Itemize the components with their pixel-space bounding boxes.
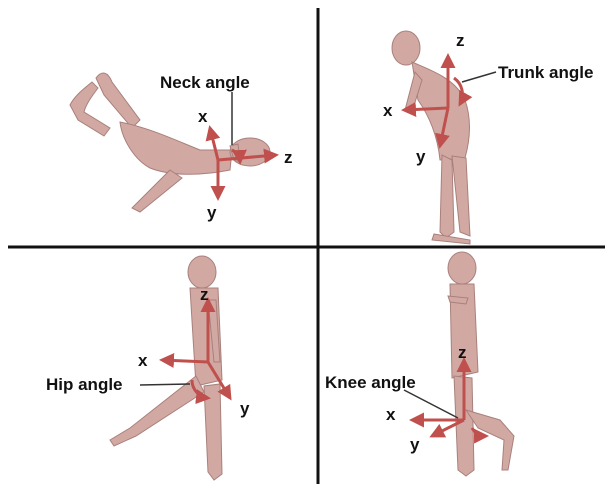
hip-axis-z-label: z xyxy=(200,285,209,304)
knee-leader-line xyxy=(404,390,458,418)
neck-axis-x-label: x xyxy=(198,107,208,126)
hip-angle-label: Hip angle xyxy=(46,375,123,394)
lying-figure xyxy=(70,73,270,212)
knee-angle-label: Knee angle xyxy=(325,373,416,392)
trunk-axis-z-label: z xyxy=(456,31,465,50)
bent-figure xyxy=(392,31,470,244)
neck-axis-y-label: y xyxy=(207,203,217,222)
trunk-angle-label: Trunk angle xyxy=(498,63,593,82)
knee-axis-y-label: y xyxy=(410,435,420,454)
neck-angle-label: Neck angle xyxy=(160,73,250,92)
trunk-panel: Trunk angle z x y xyxy=(383,31,593,244)
knee-axis-z-label: z xyxy=(458,343,467,362)
neck-axis-z-label: z xyxy=(284,148,293,167)
neck-panel: Neck angle x y z xyxy=(70,73,293,222)
hip-panel: Hip angle z x y xyxy=(46,256,250,480)
trunk-axis-y-label: y xyxy=(416,147,426,166)
trunk-axis-x-label: x xyxy=(383,101,393,120)
hip-axis-y-label: y xyxy=(240,399,250,418)
hip-axis-x-label: x xyxy=(138,351,148,370)
trunk-leader-line xyxy=(462,72,496,82)
hip-leader-line xyxy=(140,384,190,385)
knee-figure xyxy=(448,252,514,476)
knee-panel: Knee angle z x y xyxy=(325,252,514,476)
knee-axis-x-label: x xyxy=(386,405,396,424)
